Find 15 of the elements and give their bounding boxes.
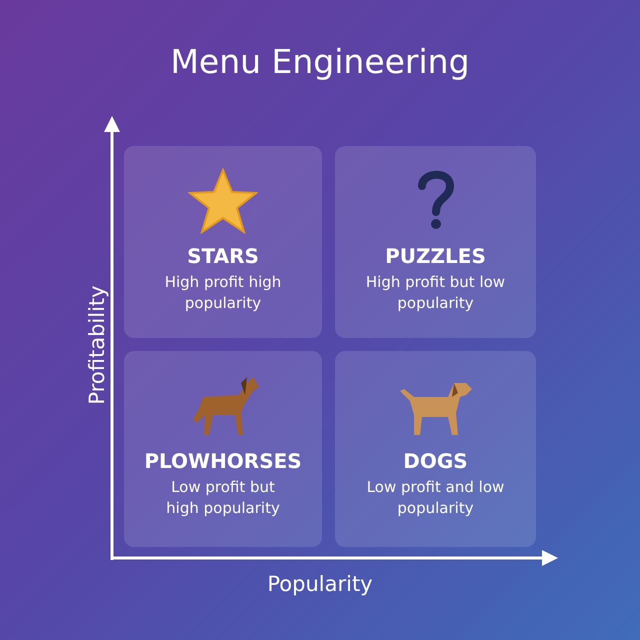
quadrant-heading: PUZZLES (384, 244, 487, 268)
quadrant-card (124, 351, 322, 547)
quadrant-heading: PLOWHORSES (143, 449, 303, 473)
quadrant-card (335, 351, 536, 547)
quadrant-card (335, 146, 536, 338)
quadrant-description: High profit but low popularity (364, 272, 506, 314)
quadrant-description: High profit high popularity (164, 272, 282, 314)
x-axis-label: Popularity (266, 572, 374, 596)
title: Menu Engineering (169, 42, 471, 81)
quadrant-heading: DOGS (402, 449, 469, 473)
quadrant-description: Low profit but high popularity (165, 477, 281, 519)
y-axis-label: Profitability (85, 285, 109, 405)
quadrant-card (124, 146, 322, 338)
quadrant-heading: STARS (186, 244, 260, 268)
quadrant-description: Low profit and low popularity (366, 477, 506, 519)
